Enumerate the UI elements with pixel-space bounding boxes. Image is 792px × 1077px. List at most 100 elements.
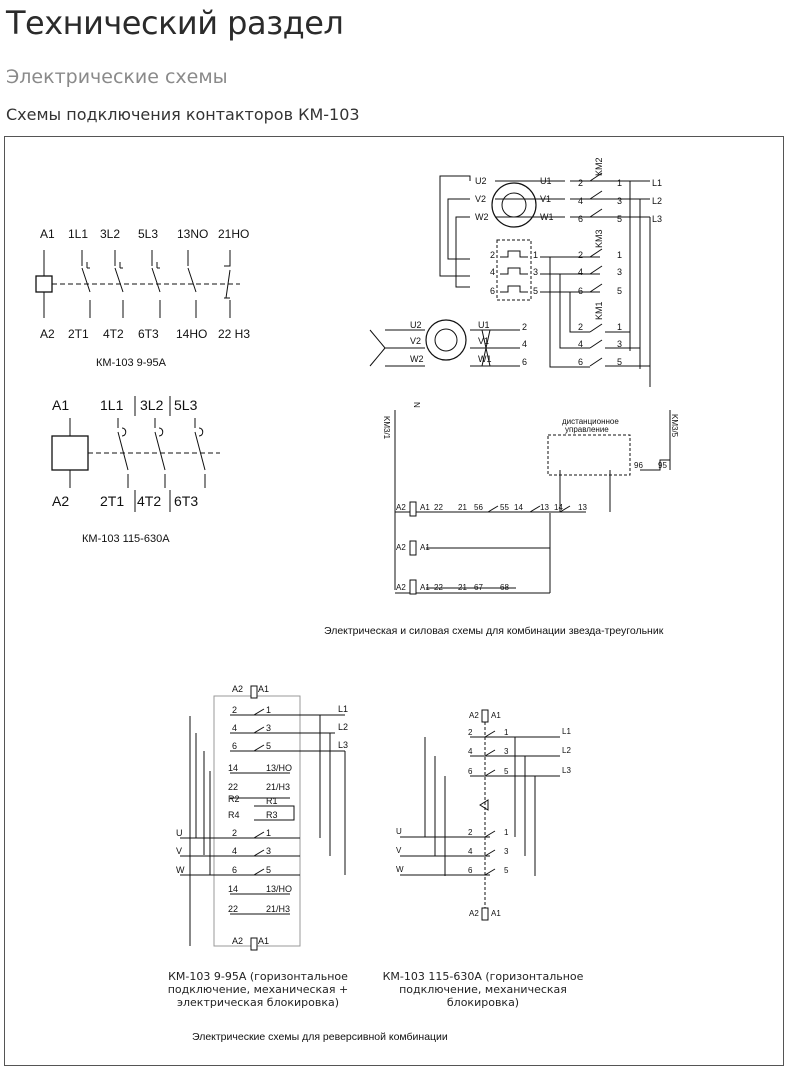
svg-text:2: 2 — [578, 322, 583, 332]
svg-text:4: 4 — [232, 723, 237, 733]
svg-text:U1: U1 — [478, 320, 490, 330]
svg-text:W1: W1 — [478, 354, 492, 364]
rev1-r2: R2 — [228, 794, 240, 804]
rev1-22: 22 — [228, 782, 238, 792]
r1-14b: 14 — [554, 503, 563, 512]
rev1-r3: R3 — [266, 810, 278, 820]
d2-label-3l2: 3L2 — [140, 397, 164, 413]
d2-label-6t3: 6T3 — [174, 493, 198, 509]
r1-56: 56 — [474, 503, 483, 512]
r1-96: 96 — [634, 461, 643, 470]
svg-text:6: 6 — [468, 866, 473, 875]
d1-label-22h3: 22 H3 — [218, 327, 250, 341]
svg-text:V2: V2 — [410, 336, 421, 346]
svg-text:4: 4 — [468, 847, 473, 856]
star-delta-power-schematic: U2 V2 W2 U1 V1 W1 L1 L2 L3 246 135 246 1… — [369, 157, 662, 387]
svg-text:3: 3 — [617, 267, 622, 277]
svg-text:6: 6 — [490, 286, 495, 296]
d1-coil — [35, 275, 53, 293]
svg-text:A1: A1 — [491, 909, 501, 918]
d1-caption: КМ-103 9-95А — [96, 357, 167, 369]
m1-v2: V2 — [475, 194, 486, 204]
svg-text:2: 2 — [578, 250, 583, 260]
svg-text:2: 2 — [522, 322, 527, 332]
svg-text:1: 1 — [617, 250, 622, 260]
r1-13b: 13 — [578, 503, 587, 512]
svg-text:5: 5 — [504, 767, 509, 776]
rev2-u: U — [396, 827, 402, 836]
rev1-13ho: 13/HO — [266, 763, 292, 773]
r1-14a: 14 — [514, 503, 523, 512]
svg-text:1: 1 — [533, 250, 538, 260]
star-delta-caption: Электрическая и силовая схемы для комбин… — [324, 625, 664, 637]
rev1-v: V — [176, 846, 182, 856]
sd-l3: L3 — [652, 214, 662, 224]
svg-text:4: 4 — [578, 267, 583, 277]
m1-u2: U2 — [475, 176, 487, 186]
page-title: Технический раздел — [6, 4, 344, 42]
contactor-diagram-115-630: A1 1L1 3L2 5L3 A2 2T1 4T2 6T3 КМ-103 115… — [51, 396, 220, 545]
diagram-frame — [4, 136, 784, 1066]
rev1-caption-line3: электрическая блокировка) — [176, 996, 340, 1009]
rev2-l1: L1 — [562, 727, 571, 736]
r3-a1: A1 — [420, 583, 430, 592]
svg-text:5: 5 — [533, 286, 538, 296]
svg-text:4: 4 — [490, 267, 495, 277]
d1-label-6t3: 6T3 — [138, 327, 159, 341]
svg-text:2: 2 — [232, 828, 237, 838]
svg-text:6: 6 — [232, 741, 237, 751]
sd-l2: L2 — [652, 196, 662, 206]
svg-text:1: 1 — [617, 322, 622, 332]
svg-text:6: 6 — [578, 286, 583, 296]
svg-text:5: 5 — [504, 866, 509, 875]
rev1-a2: A2 — [232, 684, 243, 694]
rev2-caption-line2: подключение, механическая — [399, 983, 567, 996]
svg-text:A1: A1 — [258, 936, 269, 946]
d1-label-5l3: 5L3 — [138, 227, 158, 241]
d1-label-a1: A1 — [40, 227, 55, 241]
d2-label-a2: A2 — [52, 493, 69, 509]
svg-text:2: 2 — [468, 828, 473, 837]
km1-label: KM1 — [594, 301, 604, 320]
rev2-a2: A2 — [469, 711, 479, 720]
rev1-l3: L3 — [338, 740, 348, 750]
r1-13a: 13 — [540, 503, 549, 512]
r1-55: 55 — [500, 503, 509, 512]
d2-coil — [51, 435, 89, 471]
rev1-r4: R4 — [228, 810, 240, 820]
r1-95: 95 — [658, 461, 667, 470]
svg-text:4: 4 — [578, 339, 583, 349]
svg-text:5: 5 — [617, 214, 622, 224]
rev1-a1: A1 — [258, 684, 269, 694]
svg-text:1: 1 — [266, 828, 271, 838]
reverse-caption: Электрические схемы для реверсивной комб… — [192, 1031, 448, 1043]
m1-w2: W2 — [475, 212, 489, 222]
r3-68: 68 — [500, 583, 509, 592]
d1-label-14ho: 14HO — [176, 327, 207, 341]
d1-label-3l2: 3L2 — [100, 227, 120, 241]
contactor-diagram-9-95: A1 1L1 3L2 5L3 13NO 21HO A2 2T1 4T2 6T3 … — [35, 227, 250, 369]
rev1-l1: L1 — [338, 704, 348, 714]
d2-label-4t2: 4T2 — [137, 493, 161, 509]
rev2-a1: A1 — [491, 711, 501, 720]
svg-text:3: 3 — [533, 267, 538, 277]
svg-text:21/H3: 21/H3 — [266, 904, 290, 914]
r1-21: 21 — [458, 503, 467, 512]
svg-text:3: 3 — [504, 747, 509, 756]
rev1-caption: КМ-103 9-95А (горизонтальное подключение… — [158, 970, 358, 1009]
svg-text:4: 4 — [232, 846, 237, 856]
svg-text:14: 14 — [228, 884, 238, 894]
d1-label-21ho: 21HO — [218, 227, 249, 241]
svg-text:13/HO: 13/HO — [266, 884, 292, 894]
svg-text:6: 6 — [468, 767, 473, 776]
d2-label-a1: A1 — [52, 397, 69, 413]
svg-text:2: 2 — [578, 178, 583, 188]
svg-text:4: 4 — [522, 339, 527, 349]
rev2-caption: КМ-103 115-630А (горизонтальное подключе… — [378, 970, 588, 1009]
d1-label-13no: 13NO — [177, 227, 208, 241]
svg-text:3: 3 — [504, 847, 509, 856]
d2-label-5l3: 5L3 — [174, 397, 198, 413]
svg-text:U2: U2 — [410, 320, 422, 330]
svg-text:5: 5 — [617, 286, 622, 296]
svg-text:1: 1 — [504, 728, 509, 737]
